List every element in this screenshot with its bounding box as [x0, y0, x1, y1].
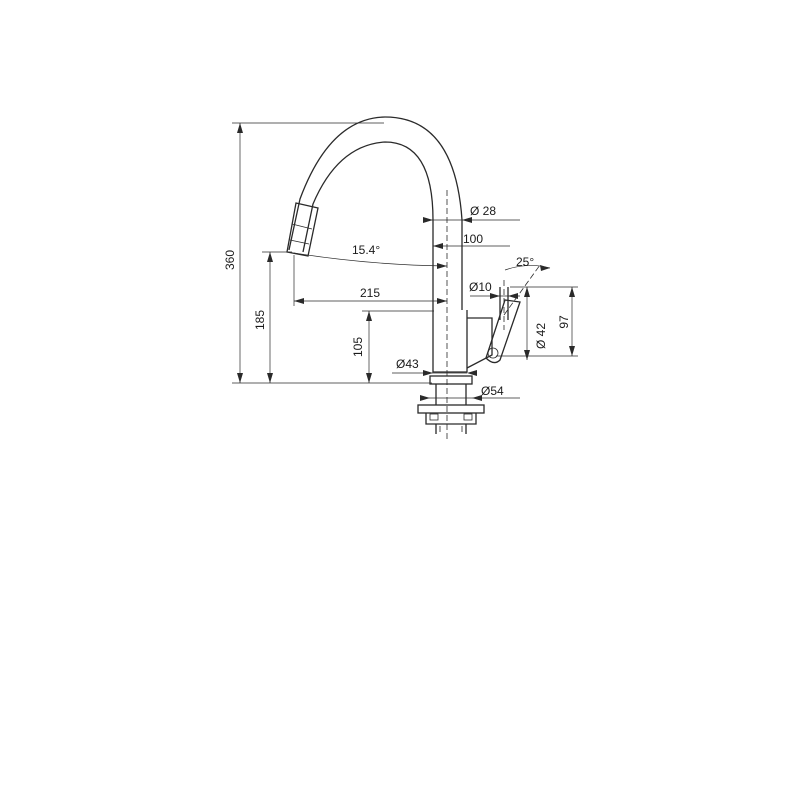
faucet-outline	[286, 116, 521, 434]
spout-angle-label: 15.4°	[352, 243, 380, 257]
handle-height-label: 97	[557, 315, 571, 329]
dimension-lines	[237, 123, 575, 401]
handle-diameter-label: Ø10	[469, 280, 492, 294]
body-diameter-label: Ø43	[396, 357, 419, 371]
handle-offset-label: 100	[463, 232, 483, 246]
center-lines	[446, 190, 541, 440]
spout-reach-label: 215	[360, 286, 380, 300]
spout-height-label: 185	[253, 310, 267, 330]
handle-angle-label: 25°	[516, 255, 534, 269]
dimension-labels: 360 185 105 215 15.4° Ø 28 100 25° Ø10 Ø…	[223, 204, 571, 398]
tube-diameter-label: Ø 28	[470, 204, 496, 218]
height-total-label: 360	[223, 250, 237, 270]
extension-lines	[232, 122, 578, 384]
body-height-label: 105	[351, 337, 365, 357]
base-diameter-label: Ø54	[481, 384, 504, 398]
lever-diameter-label: Ø 42	[534, 323, 548, 349]
